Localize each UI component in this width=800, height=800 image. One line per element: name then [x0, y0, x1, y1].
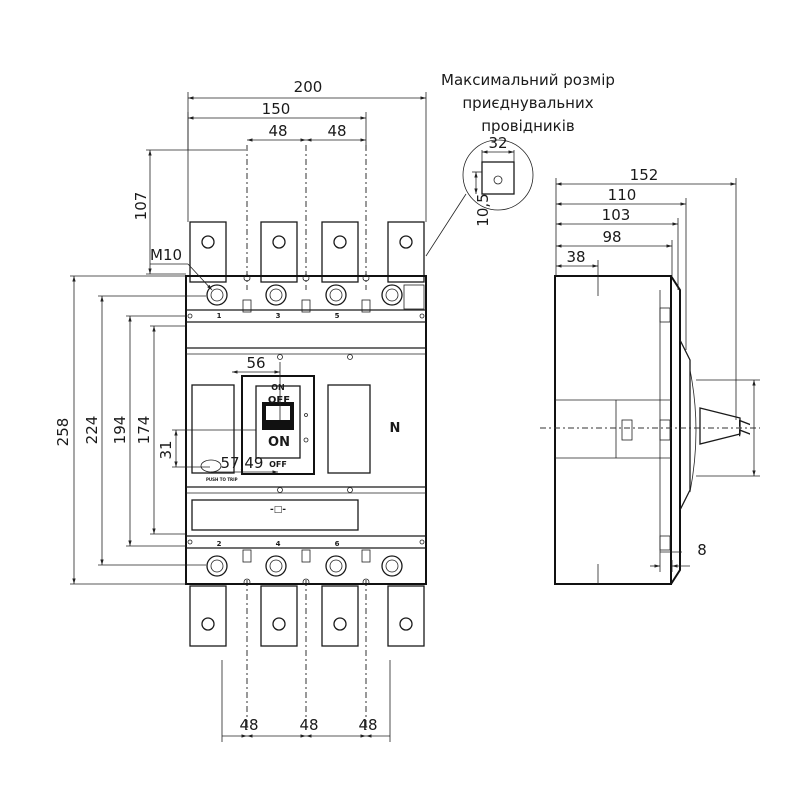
dimension-8: [650, 551, 690, 572]
dim-194-label: 194: [111, 416, 129, 445]
note-105-label: 10,5: [474, 193, 492, 226]
dimension-38: [555, 178, 599, 276]
push-to-trip-label: PUSH TO TRIP: [206, 477, 238, 482]
dimension-77: [696, 379, 760, 477]
dim-200-label: 200: [294, 78, 323, 96]
dim-38-label: 38: [566, 248, 585, 266]
dim-150-label: 150: [262, 100, 291, 118]
handle-on-main-label: ON: [268, 435, 290, 450]
bottom-terminal-band: [186, 535, 426, 586]
dim-107-label: 107: [132, 192, 150, 221]
right-window: [327, 384, 371, 474]
dimension-258: [70, 275, 186, 585]
terminal-4-label: 4: [276, 540, 281, 548]
note-32-label: 32: [488, 134, 507, 152]
bottom-busbar-tabs: [189, 585, 425, 647]
dimension-224: [98, 295, 206, 566]
operating-handle: [241, 375, 315, 475]
dimension-152: [556, 178, 737, 420]
note-line-2: приєднувальних: [462, 94, 593, 112]
note-line-1: Максимальний розмір: [441, 71, 615, 89]
left-window: [191, 384, 235, 474]
dim-48-bottom-a-label: 48: [239, 716, 258, 734]
dim-110-label: 110: [608, 186, 637, 204]
accessory-window: [191, 499, 359, 531]
side-view: 152 110 103 98 38 77: [540, 166, 760, 585]
dimension-103: [556, 218, 679, 290]
dimension-98: [556, 240, 673, 276]
push-to-trip-button: [200, 459, 222, 473]
dim-258-label: 258: [54, 418, 72, 447]
handle-on-top-label: ON: [271, 383, 285, 392]
terminal-3-label: 3: [276, 312, 281, 320]
dim-77-label: 77: [736, 418, 754, 437]
dimension-31: [172, 429, 256, 468]
side-housing: [554, 275, 672, 585]
dimension-194: [126, 315, 186, 547]
detail-circle: [462, 139, 534, 211]
dim-8-label: 8: [697, 541, 707, 559]
dim-56-label: 56: [246, 354, 265, 372]
terminal-2-label: 2: [217, 540, 222, 548]
side-handle: [699, 407, 741, 445]
dimension-107: [146, 149, 246, 275]
handle-off-top-label: OFF: [268, 395, 290, 406]
dimension-150: [187, 112, 367, 150]
dim-48-top-b-label: 48: [327, 122, 346, 140]
dimension-200: [187, 92, 427, 222]
dim-48-bottom-c-label: 48: [358, 716, 377, 734]
terminal-1-label: 1: [217, 312, 222, 320]
dim-98-label: 98: [602, 228, 621, 246]
note-line-3: провідників: [481, 117, 575, 135]
front-view: ON OFF ON OFF N PUSH TO TRIP -□-: [54, 78, 427, 742]
dim-5749-label: 57,49: [221, 454, 264, 472]
ground-symbol: -□-: [270, 505, 286, 515]
dimension-48-bottom: [221, 660, 391, 742]
dimension-110: [556, 198, 687, 350]
conductor-note: Максимальний розмір приєднувальних прові…: [425, 71, 615, 257]
dim-48-bottom-b-label: 48: [299, 716, 318, 734]
dimension-56: [232, 362, 281, 420]
pole-center-lines: [246, 145, 367, 730]
dim-103-label: 103: [602, 206, 631, 224]
dimension-174: [150, 325, 186, 535]
dim-174-label: 174: [135, 416, 153, 445]
dim-152-label: 152: [630, 166, 659, 184]
thread-label: M10: [150, 246, 182, 264]
neutral-label: N: [390, 421, 401, 436]
conductor-tab: [481, 161, 515, 195]
handle-off-bottom-label: OFF: [269, 460, 287, 469]
top-terminal-band: [186, 274, 426, 323]
dim-31-label: 31: [157, 440, 175, 459]
terminal-6-label: 6: [335, 540, 340, 548]
top-busbar-tabs: [189, 221, 425, 283]
terminal-5-label: 5: [335, 312, 340, 320]
dim-224-label: 224: [83, 416, 101, 445]
dim-48-top-a-label: 48: [268, 122, 287, 140]
